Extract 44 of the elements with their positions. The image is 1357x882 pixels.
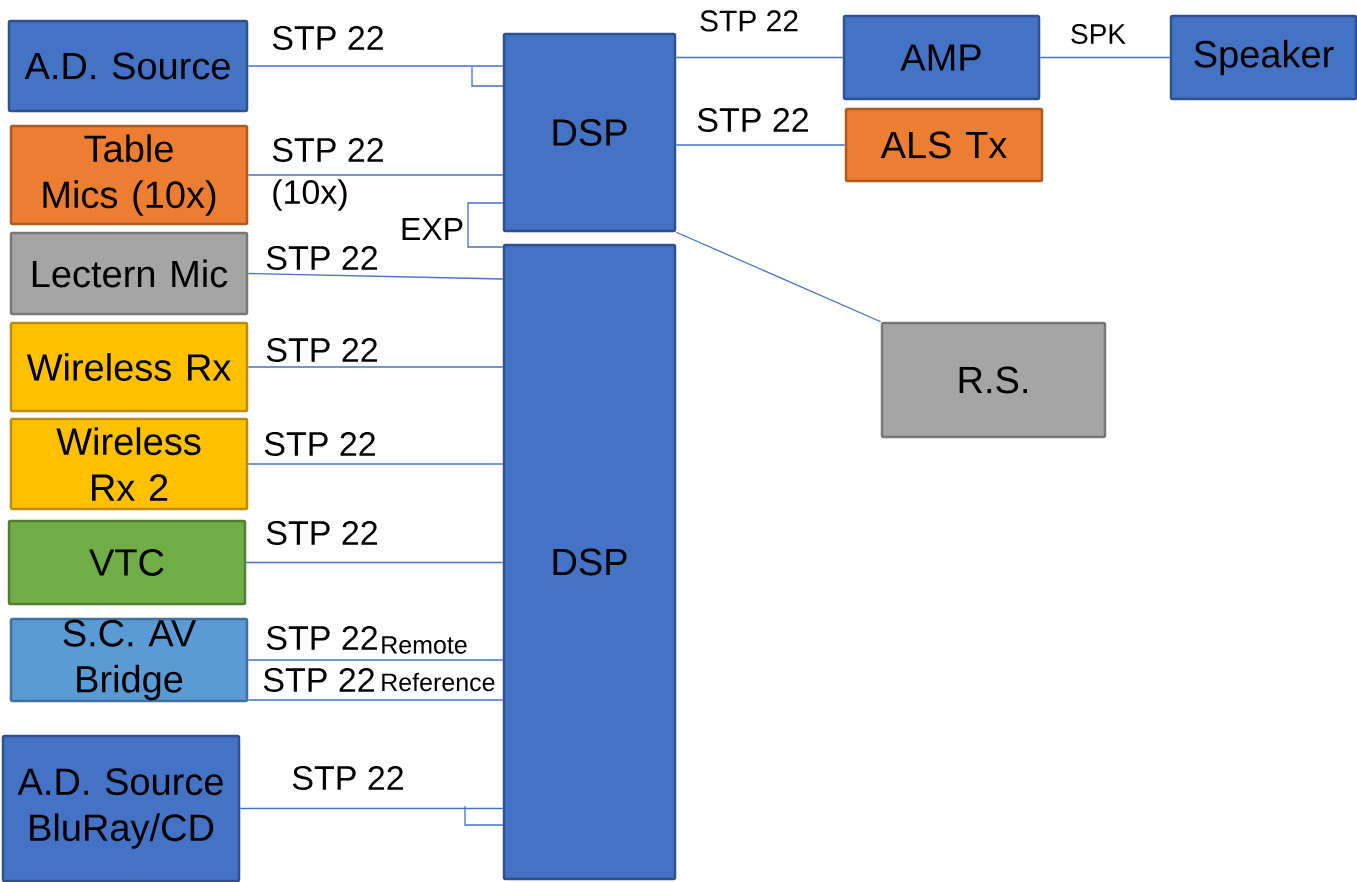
edge-label: STP 22 xyxy=(697,107,808,133)
device-box: AMP xyxy=(842,14,1041,101)
connector-line xyxy=(247,659,504,661)
connector-line xyxy=(675,56,844,59)
device-box: Wireless Rx 2 xyxy=(9,417,249,511)
edge-label: EXP xyxy=(402,218,463,240)
connector-line xyxy=(467,202,504,248)
connector-line xyxy=(675,144,846,146)
device-box: Speaker xyxy=(1169,14,1357,101)
edge-label: STP 22 xyxy=(272,25,383,51)
annotation-text: (10x) xyxy=(273,179,347,211)
edge-label: STP 22 xyxy=(292,765,403,791)
connector-line xyxy=(247,699,504,701)
device-box: DSP xyxy=(502,243,677,881)
connector-line xyxy=(245,561,504,564)
device-box: A.D. Source BluRay/CD xyxy=(1,734,241,882)
connector-line xyxy=(239,807,504,810)
annotation-text: Remote xyxy=(382,636,467,654)
edge-label: STP 22 xyxy=(264,431,375,457)
device-box: Lectern Mic xyxy=(9,231,249,316)
device-box: VTC xyxy=(7,519,247,606)
device-box: Table Mics (10x) xyxy=(9,124,249,226)
device-box: S.C. AV Bridge xyxy=(9,617,249,703)
connector-line xyxy=(247,463,504,465)
edge-label: STP 22 xyxy=(266,245,377,271)
edge-label: STP 22 xyxy=(263,667,374,693)
connector-line xyxy=(247,366,504,368)
edge-label: STP 22 xyxy=(266,337,377,363)
connector-line xyxy=(247,272,504,280)
edge-label: STP 22 xyxy=(700,10,798,32)
edge-label: STP 22 xyxy=(266,520,377,546)
connector-line xyxy=(675,231,882,323)
device-box: R.S. xyxy=(880,321,1107,439)
device-box: DSP xyxy=(502,32,677,233)
device-box: Wireless Rx xyxy=(9,321,249,413)
connector-line xyxy=(247,174,504,176)
edge-label: STP 22 xyxy=(266,625,377,651)
annotation-text: Reference xyxy=(382,672,495,692)
device-box: ALS Tx xyxy=(844,107,1044,183)
device-box: A.D. Source xyxy=(7,19,249,113)
edge-label: SPK xyxy=(1071,24,1126,44)
connector-line xyxy=(247,65,504,67)
edge-label: STP 22 xyxy=(272,137,383,163)
connector-line xyxy=(1039,56,1171,59)
